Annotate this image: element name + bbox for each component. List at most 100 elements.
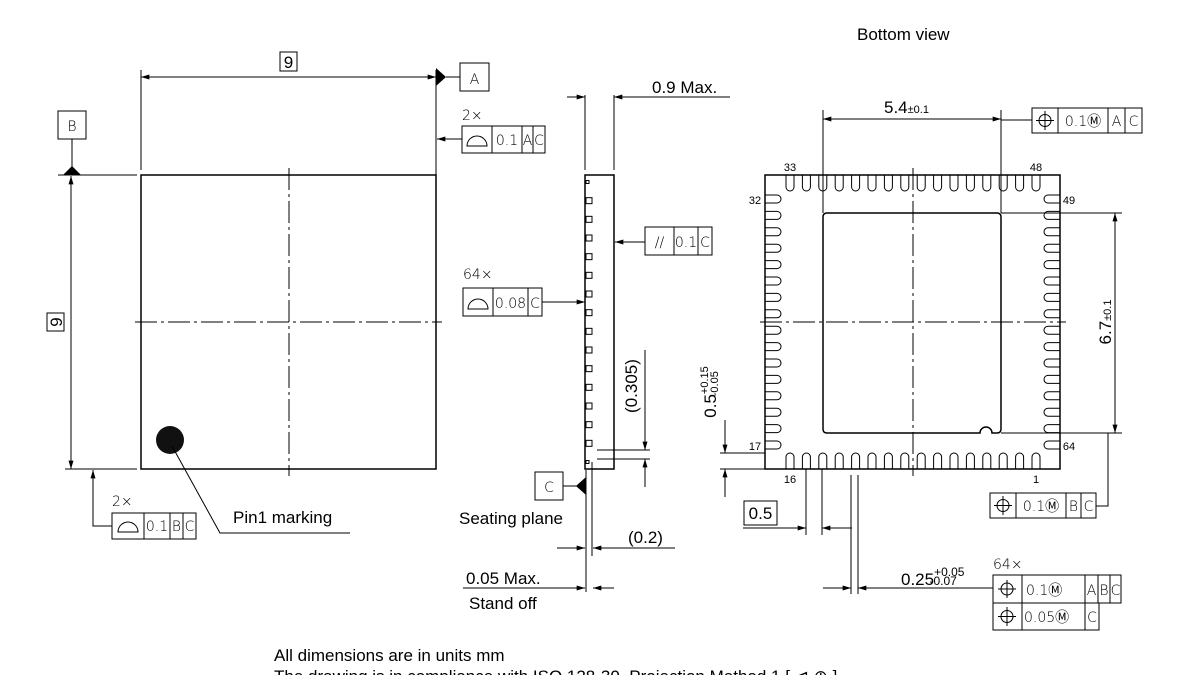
pins — [765, 175, 1060, 469]
pin-left — [765, 391, 782, 401]
svg-text:C: C — [534, 133, 544, 149]
pin-top — [933, 175, 943, 192]
pin-label: 17 — [749, 441, 761, 453]
pin-bottom — [933, 452, 943, 469]
pin-right — [1043, 227, 1060, 237]
pin-top — [900, 175, 910, 192]
pin-right — [1043, 194, 1060, 204]
pin-bottom — [965, 452, 975, 469]
pin-right — [1043, 309, 1060, 319]
profile-frame-bc: 0.1 B C — [111, 512, 197, 540]
pin-top — [785, 175, 795, 192]
pin-left — [765, 424, 782, 434]
svg-text:0.05Ⓜ: 0.05Ⓜ — [1024, 610, 1069, 626]
svg-text:C: C — [1084, 499, 1094, 515]
coplanarity-frame: 0.08 C — [462, 287, 543, 317]
side-view: 0.9 Max. // 0.1 C 64× 0.08 C (0.305) — [459, 78, 730, 613]
svg-text:0.08: 0.08 — [495, 296, 526, 312]
datum-a: A — [470, 72, 480, 88]
pin-top — [949, 175, 959, 192]
pin-label: 1 — [1033, 474, 1039, 486]
pin-right — [1043, 276, 1060, 286]
pin-right — [1043, 391, 1060, 401]
svg-text://: // — [655, 235, 665, 251]
pin-label: 48 — [1030, 162, 1042, 174]
multiplier: 64× — [993, 557, 1023, 573]
pin-bottom — [1031, 452, 1041, 469]
pin-right — [1043, 342, 1060, 352]
multiplier: 2× — [112, 494, 133, 510]
pin-length-dimension: 0.5+0.15-0.05 — [699, 366, 721, 417]
pin-left — [765, 309, 782, 319]
svg-text:0.1Ⓜ: 0.1Ⓜ — [1026, 583, 1062, 599]
side-pad — [585, 402, 593, 410]
svg-text:B: B — [172, 519, 181, 535]
pin-top — [834, 175, 844, 192]
pin-bottom — [982, 452, 992, 469]
width-dimension: 9 — [284, 53, 293, 72]
pin-bottom — [998, 452, 1008, 469]
svg-text:0.1Ⓜ: 0.1Ⓜ — [1023, 499, 1059, 515]
pin-right — [1043, 440, 1060, 450]
pin-right — [1043, 243, 1060, 253]
pin-left — [765, 342, 782, 352]
pin-label: 32 — [749, 195, 761, 207]
surface-profile-icon — [466, 135, 488, 147]
surface-profile-icon — [467, 298, 489, 310]
svg-text:B: B — [1099, 583, 1108, 599]
pin-right — [1043, 260, 1060, 270]
pin-left — [765, 243, 782, 253]
pin-top — [801, 175, 811, 192]
parallelism-frame: // 0.1 C — [644, 226, 713, 256]
standoff-label: Stand off — [469, 594, 537, 613]
pin-left — [765, 227, 782, 237]
exposed-pad — [822, 212, 1002, 434]
pin-bottom — [818, 452, 828, 469]
pin-top — [1015, 175, 1025, 192]
svg-text:0.1: 0.1 — [496, 133, 518, 149]
pin-left — [765, 194, 782, 204]
side-pad — [585, 271, 593, 279]
height-dimension: 0.9 Max. — [652, 78, 717, 97]
side-pad — [585, 197, 593, 205]
side-pad — [585, 215, 593, 223]
position-icon — [998, 580, 1016, 598]
position-frame-ac: 0.1Ⓜ A C — [1031, 107, 1143, 134]
side-pad — [585, 234, 593, 242]
datum-triangle-icon — [436, 68, 446, 86]
svg-text:C: C — [1129, 114, 1139, 130]
pin-bottom — [900, 452, 910, 469]
height-dimension: 9 — [47, 317, 66, 326]
pin-right — [1043, 358, 1060, 368]
bottom-view: Bottom view 33 48 32 49 17 64 16 1 5.4±0… — [699, 25, 1143, 631]
side-pad — [585, 290, 593, 298]
svg-text:C: C — [1087, 610, 1097, 626]
svg-text:C: C — [185, 519, 195, 535]
pin-bottom — [867, 452, 877, 469]
pin-label: 49 — [1063, 195, 1075, 207]
side-pads — [585, 180, 593, 464]
pin-right — [1043, 325, 1060, 335]
pin-right — [1043, 374, 1060, 384]
side-pad — [585, 365, 593, 373]
note-iso: The drawing is in compliance with ISO 12… — [274, 667, 837, 675]
note-units: All dimensions are in units mm — [274, 646, 505, 665]
side-pad — [585, 439, 593, 447]
side-pad — [585, 327, 593, 335]
datum-b: B — [67, 119, 76, 135]
pin-bottom — [1015, 452, 1025, 469]
side-pad — [585, 180, 590, 184]
surface-profile-icon — [117, 521, 139, 533]
side-pad — [585, 253, 593, 261]
position-icon — [998, 607, 1016, 626]
position-icon — [994, 496, 1012, 515]
pin-left — [765, 407, 782, 417]
pin-right — [1043, 407, 1060, 417]
multiplier: 64× — [463, 267, 493, 283]
pad-height-dimension: 6.7±0.1 — [1096, 300, 1115, 345]
pin-bottom — [949, 452, 959, 469]
pin-label: 16 — [784, 474, 796, 486]
bottom-view-title: Bottom view — [857, 25, 950, 44]
svg-text:A: A — [1087, 583, 1097, 599]
datum-triangle-icon — [63, 166, 81, 175]
